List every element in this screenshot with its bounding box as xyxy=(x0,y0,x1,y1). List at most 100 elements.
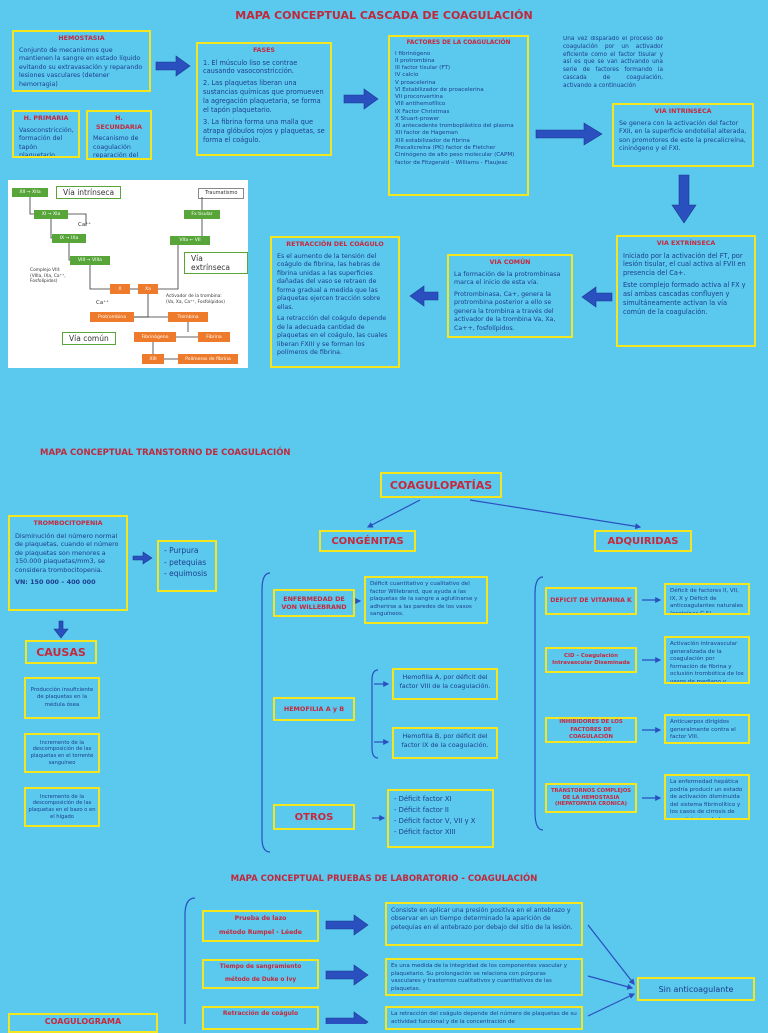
primaria-box: H. PRIMARIA Vasoconstricción, formación … xyxy=(12,110,80,158)
trombocitopenia-text: Disminución del número normal de plaquet… xyxy=(15,531,119,575)
diagram-complejo-label: Complejo VIII: (VIIIa, IXa, Ca⁺⁺, Fosfol… xyxy=(30,268,66,285)
hemostasia-box: HEMOSTASIA Conjunto de mecanismos que ma… xyxy=(12,30,151,92)
topright-text: Una vez disparado el proceso de coagulac… xyxy=(563,36,663,89)
factor-item: IV calcio xyxy=(395,72,419,79)
lazo-label-line1: Prueba de lazo xyxy=(234,915,287,923)
coagulopatias-box: COAGULOPATÍAS xyxy=(380,472,502,498)
sangramiento-label: Tiempo de sangramiento método de Duke o … xyxy=(202,959,319,989)
retraccion-box: RETRACCIÓN DEL COÁGULO Es el aumento de … xyxy=(270,236,400,368)
diagram-node-protrombina: Protrombina xyxy=(90,312,134,322)
factor-item: XII factor de Hageman xyxy=(395,130,458,137)
section2-title: MAPA CONCEPTUAL TRANSTORNO DE COAGULACIÓ… xyxy=(40,448,291,458)
diagram-node-xiii: XIII xyxy=(142,354,164,364)
diagram-node-xi: XI → XIa xyxy=(34,210,68,219)
via-intrinseca-heading: VIA INTRINSECA xyxy=(654,108,712,115)
factor-item: V proacelerina xyxy=(395,79,436,86)
retraccion-item: Es el aumento de la tensión del coágulo … xyxy=(277,252,381,311)
causa-item: Incremento de la descomposición de las p… xyxy=(24,787,100,827)
retraccion-heading: RETRACCIÓN DEL COÁGULO xyxy=(286,241,384,248)
factores-list: I fibrinógeno II protrombina III factor … xyxy=(395,51,522,167)
diagram-node-trombina: Trombina xyxy=(168,312,208,322)
diagram-node-xii: XII → XIIa xyxy=(12,188,48,197)
factores-heading: FACTORES DE LA COAGULACIÓN xyxy=(406,40,511,46)
causa-item: Incremento de la descomposición de las p… xyxy=(24,733,100,773)
diagram-node-x: X xyxy=(110,284,130,294)
primaria-text: Vasoconstricción, formación del tapón pl… xyxy=(19,126,74,158)
via-extrinseca-item: Iniciado por la activación del FT, por l… xyxy=(623,251,746,278)
hemofilia-label: HEMOFILIA A y B xyxy=(273,697,355,721)
fases-item: 3. La fibrina forma una malla que atrapa… xyxy=(203,117,325,144)
inhibidores-desc: Anticuerpos dirigidos generalmente contr… xyxy=(664,714,750,744)
cid-label: CID – Coagulación Intravascular Disemina… xyxy=(545,647,637,673)
transtornos-desc: La enfermedad hepática podría producir u… xyxy=(664,774,750,820)
signo-item: - Purpura xyxy=(164,546,199,555)
willebrand-desc: Déficit cuantitativo y cualitativo del f… xyxy=(364,576,488,624)
otros-item: - Déficit factor XIII xyxy=(394,827,456,836)
otros-item: - Déficit factor XI xyxy=(394,795,452,803)
diagram-activador-label: Activador de la trombina: (Va, Xa, Ca⁺⁺,… xyxy=(166,294,226,305)
causa-item: Producción insuficiente de plaquetas en … xyxy=(24,677,100,719)
hemostasia-heading: HEMOSTASIA xyxy=(58,35,105,42)
lazo-label: Prueba de lazo método Rumpel - Léede xyxy=(202,910,319,942)
via-extrinseca-box: VIA EXTRÍNSECA Iniciado por la activació… xyxy=(616,235,756,347)
via-intrinseca-box: VIA INTRINSECA Se genera con la activaci… xyxy=(612,103,754,167)
diagram-node-fibrina: Fibrina xyxy=(198,332,230,342)
factor-item: Cininógeno de alto peso molecular (CAPM)… xyxy=(395,152,515,166)
factor-item: XI antecedente tromboplástico del plasma xyxy=(395,123,514,130)
factor-item: VII proconvertina xyxy=(395,94,443,101)
via-comun-item: La formación de la protrombinasa marca e… xyxy=(454,270,561,287)
secundaria-box: H. SECUNDARIA Mecanismo de coagulación r… xyxy=(86,110,152,160)
factor-item: II protrombina xyxy=(395,57,435,64)
trombocitopenia-box: TROMBOCITOPENIA Disminución del número n… xyxy=(8,515,128,611)
secundaria-text: Mecanismo de coagulación reparación del … xyxy=(93,135,139,159)
via-extrinseca-item: Este complejo formado activa al FX y así… xyxy=(623,281,746,316)
via-extrinseca-heading: VIA EXTRÍNSECA xyxy=(656,240,716,247)
diagram-node-viii: VIII → VIIIa xyxy=(70,256,110,265)
trombocitopenia-vn: VN: 150 000 – 400 000 xyxy=(15,577,96,586)
vitamina-k-label: DEFICIT DE VITAMINA K xyxy=(545,587,637,615)
factor-item: XIII estabilizador de fibrina xyxy=(395,137,470,144)
secundaria-heading: H. SECUNDARIA xyxy=(95,115,142,131)
inhibidores-label: INHIBIDORES DE LOS FACTORES DE COAGULACI… xyxy=(545,717,637,743)
factor-item: VIII antihemofílico xyxy=(395,101,446,108)
diagram-node-xa: Xa xyxy=(138,284,158,294)
otros-list: - Déficit factor XI - Déficit factor II … xyxy=(387,789,494,848)
diagram-node-fx-tisular: Fx tisular xyxy=(184,210,220,219)
willebrand-label: ENFERMEDAD DE VON WILLEBRAND xyxy=(273,589,355,617)
diagram-node-polimeros: Polímeros de fibrina xyxy=(178,354,238,364)
factor-item: I fibrinógeno xyxy=(395,50,431,57)
section3-title: MAPA CONCEPTUAL PRUEBAS DE LABORATORIO -… xyxy=(230,874,538,884)
cid-desc: Activación intravascular generalizada de… xyxy=(664,636,750,684)
signos-box: - Purpura - petequias - equimosis xyxy=(157,540,217,592)
otros-item: - Déficit factor V, VII y X xyxy=(394,816,476,825)
fases-item: 2. Las plaquetas liberan una sustancias … xyxy=(203,79,324,114)
hemofilia-b-desc: Hemofilia B, por déficit del factor IX d… xyxy=(392,727,498,759)
section1-title: MAPA CONCEPTUAL CASCADA DE COAGULACIÓN xyxy=(235,9,533,22)
via-comun-box: VIA COMÚN La formación de la protrombina… xyxy=(447,254,573,338)
lazo-desc: Consiste en aplicar una presión positiva… xyxy=(385,902,583,946)
signo-item: - petequias xyxy=(164,557,207,567)
diagram-node-fibrinogeno: Fibrinógeno xyxy=(134,332,176,342)
trombocitopenia-heading: TROMBOCITOPENIA xyxy=(33,520,103,527)
causas-box: CAUSAS xyxy=(25,640,97,664)
factor-item: X Stuart-prower xyxy=(395,115,440,122)
diagram-ca-label: Ca⁺⁺ xyxy=(78,222,92,228)
diagram-node-viia: VIIa ← VII xyxy=(170,236,210,245)
fases-box: FASES 1. El músculo liso se contrae caus… xyxy=(196,42,332,156)
otros-item: - Déficit factor II xyxy=(394,805,449,814)
signo-item: - equimosis xyxy=(164,569,208,579)
fases-item: 1. El músculo liso se contrae causando v… xyxy=(203,58,298,76)
primaria-heading: H. PRIMARIA xyxy=(23,115,69,122)
diagram-ca2-label: Ca⁺⁺ xyxy=(96,300,110,306)
sangramiento-desc: Es una medida de la integridad de los co… xyxy=(385,958,583,996)
sin-anticoagulante-box: Sin anticoagulante xyxy=(637,977,755,1001)
sangramiento-label-line2: método de Duke o Ivy xyxy=(224,976,297,983)
adquiridas-box: ADQUIRIDAS xyxy=(594,530,692,552)
cascade-diagram: XII → XIIa Vía intrínseca XI → XIa Ca⁺⁺ … xyxy=(8,180,248,368)
via-comun-heading: VIA COMÚN xyxy=(489,259,531,266)
fases-heading: FASES xyxy=(253,47,275,54)
via-intrinseca-text: Se genera con la activación del factor F… xyxy=(619,119,747,153)
hemostasia-text: Conjunto de mecanismos que mantienen la … xyxy=(19,46,143,88)
retraccion-item: La retracción del coágulo depende de la … xyxy=(277,315,388,356)
